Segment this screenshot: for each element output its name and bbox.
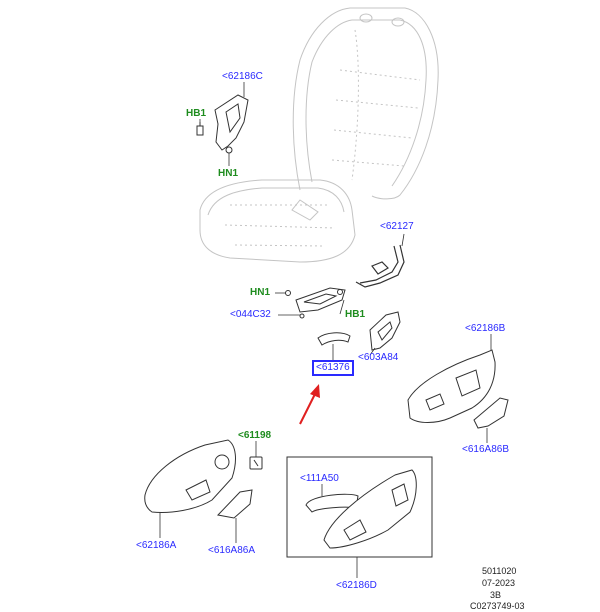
seat-cushion-outline	[199, 179, 356, 263]
part-603a84-bracket	[369, 311, 401, 351]
callout-62186d[interactable]: <62186D	[336, 580, 377, 591]
ref-date: 07-2023	[482, 578, 516, 588]
part-62186a-side-shield	[144, 439, 236, 513]
callout-61198[interactable]: <61198	[238, 430, 272, 441]
seat-back-outline	[292, 7, 439, 200]
part-62186d-side-shield	[323, 469, 417, 549]
red-pointer-arrow	[299, 384, 320, 425]
ref-number: 5011020	[482, 566, 517, 576]
callout-62186b[interactable]: <62186B	[465, 323, 506, 334]
detail-box-62186d	[286, 456, 433, 558]
hardware-hb1-top-bolt	[196, 122, 204, 136]
part-62127-wire	[355, 244, 405, 288]
callout-616a86a[interactable]: <616A86A	[208, 545, 255, 556]
callout-603a84[interactable]: <603A84	[358, 352, 399, 363]
part-61376-handle	[317, 332, 351, 346]
ref-revision: 3B	[490, 590, 502, 600]
part-62186b-side-shield	[407, 349, 496, 423]
callout-hb1-mid[interactable]: HB1	[345, 309, 366, 320]
part-62186c-bracket	[214, 94, 249, 154]
leader-lines	[159, 82, 492, 578]
callout-62186c[interactable]: <62186C	[222, 71, 263, 82]
callout-hb1-top[interactable]: HB1	[186, 108, 207, 119]
callout-044c32[interactable]: <044C32	[230, 309, 271, 320]
part-616a86b-cover	[473, 397, 509, 429]
callout-hn1-top[interactable]: HN1	[218, 168, 239, 179]
callout-616a86b[interactable]: <616A86B	[462, 444, 509, 455]
callout-61376-highlighted[interactable]: <61376	[312, 360, 354, 376]
part-61198-switch	[249, 456, 263, 470]
part-616a86a-cover	[217, 489, 253, 519]
part-044c32-mechanism	[285, 287, 346, 319]
callout-111a50[interactable]: <111A50	[300, 473, 339, 484]
ref-drawing-id: C0273749-03	[470, 601, 525, 611]
callout-hn1-mid[interactable]: HN1	[250, 287, 271, 298]
callout-62186a[interactable]: <62186A	[136, 540, 177, 551]
callout-62127[interactable]: <62127	[380, 221, 414, 232]
